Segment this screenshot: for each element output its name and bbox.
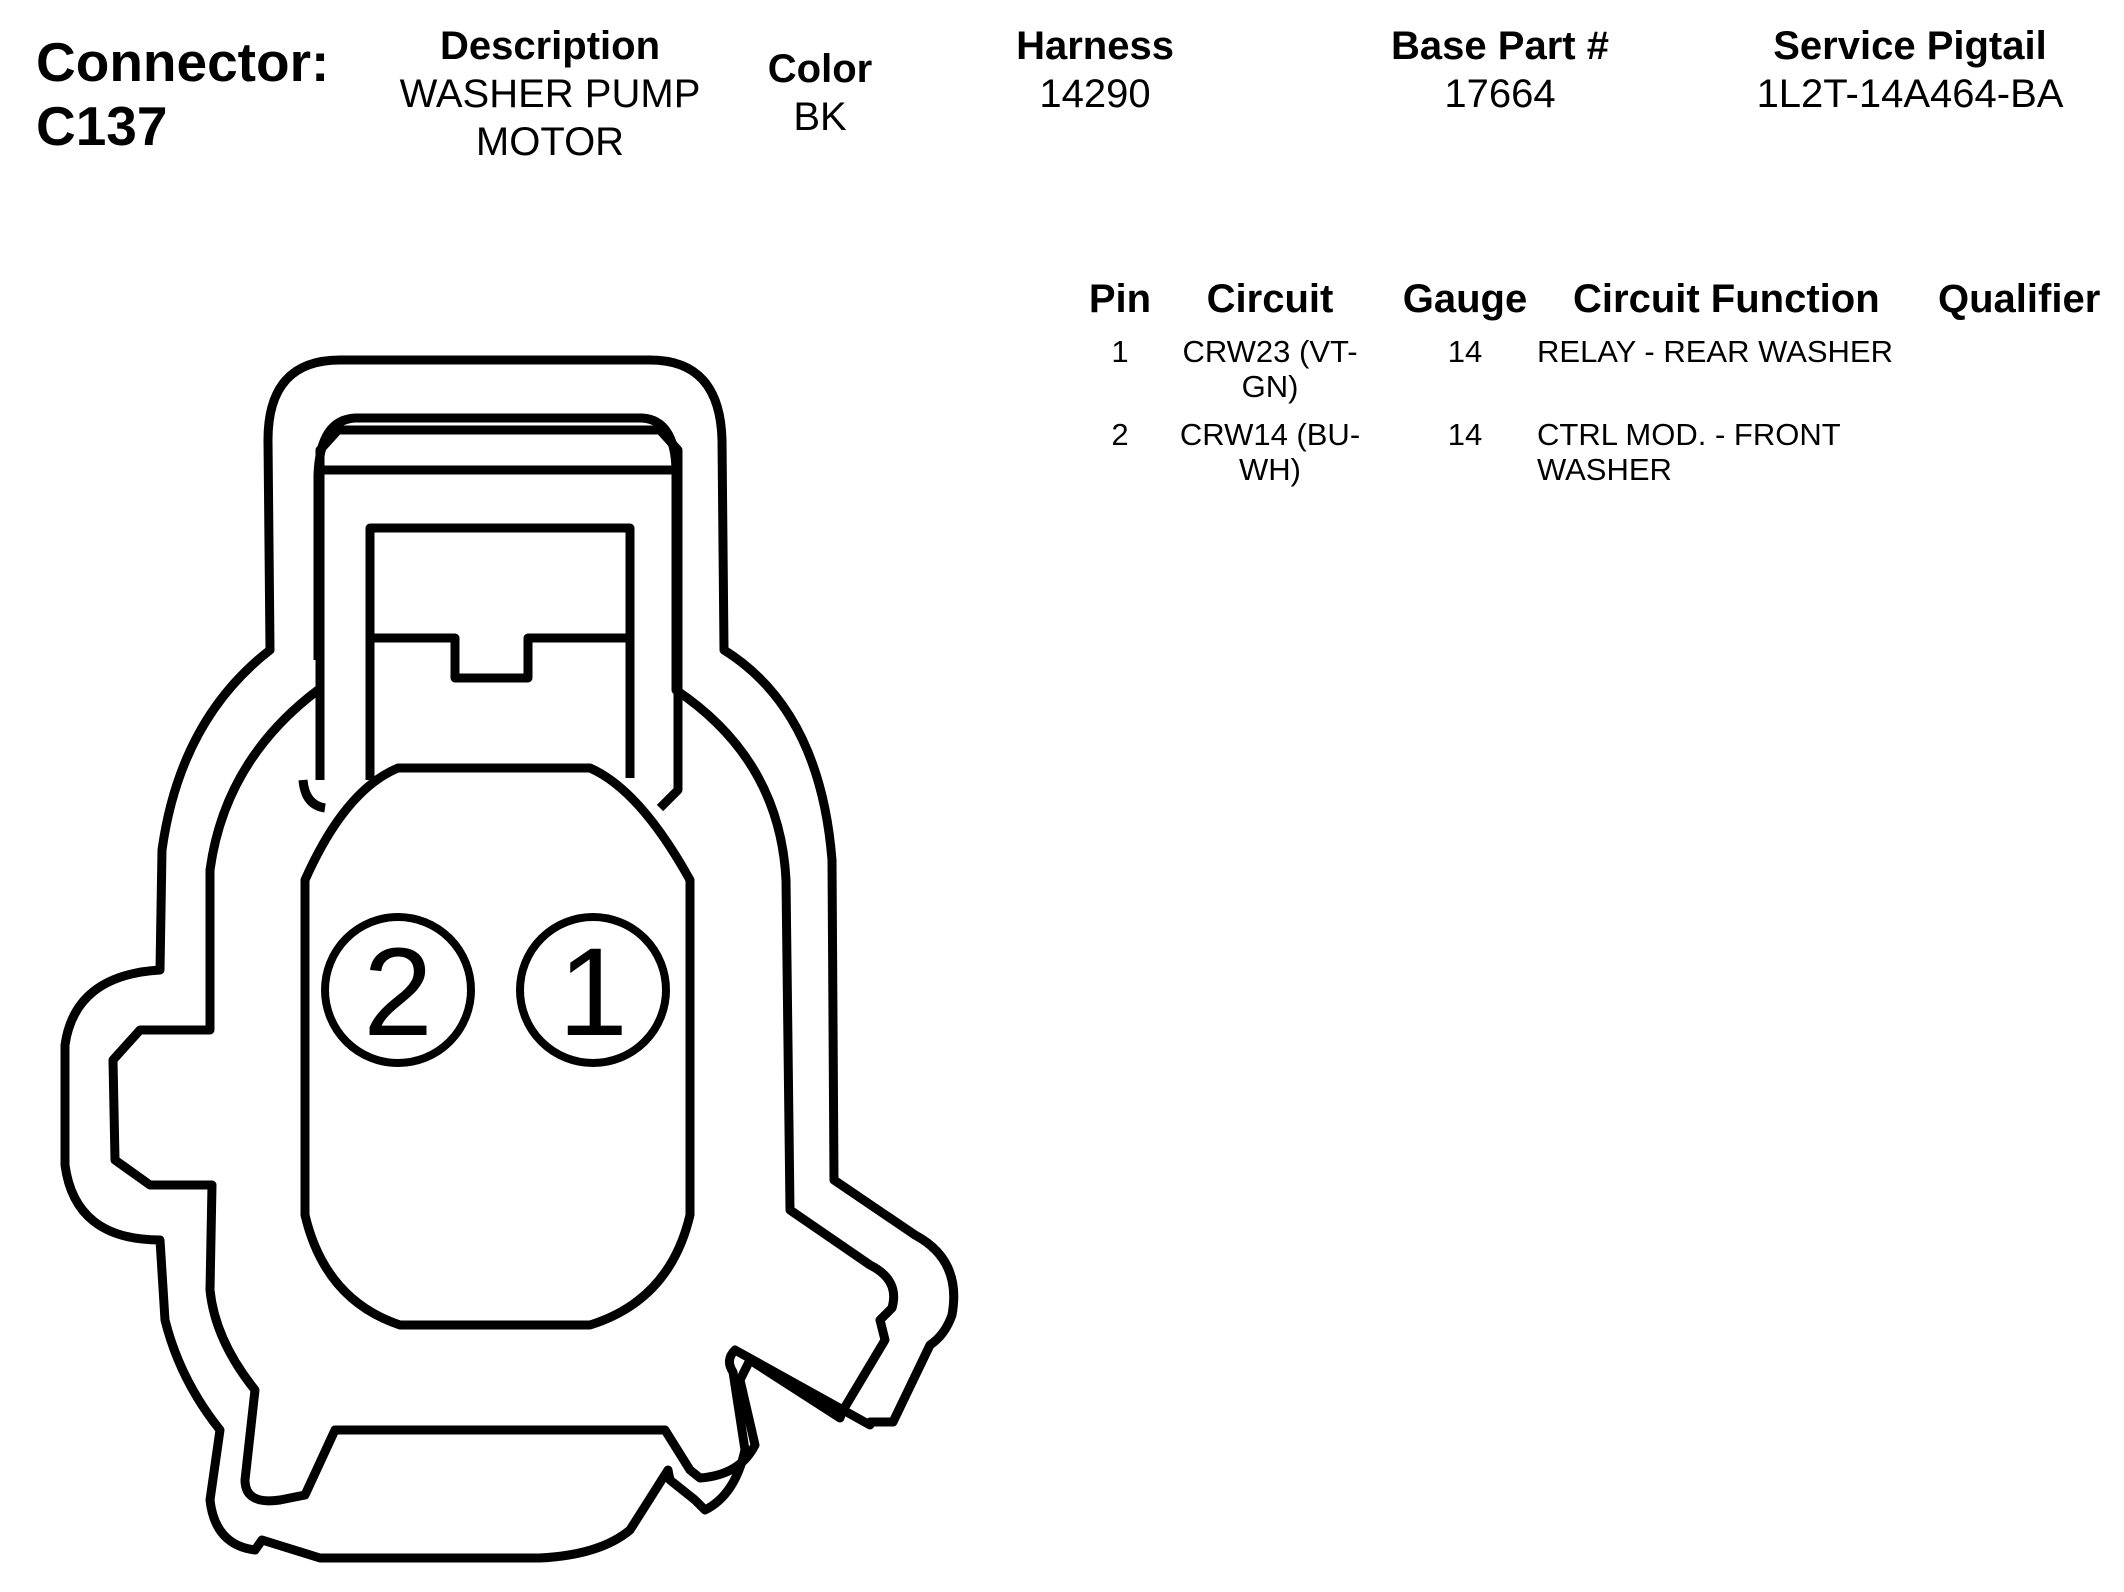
row-1-circuit-line-2: GN) <box>1241 369 1299 404</box>
harness-column: Harness 14290 <box>970 22 1220 118</box>
housing-outer-outline <box>60 355 959 1563</box>
gauge-header: Gauge <box>1402 277 1528 321</box>
pin-2-circle <box>321 913 475 1067</box>
color-value: BK <box>793 95 847 139</box>
description-column: Description WASHER PUMP MOTOR <box>380 22 720 166</box>
pin-1-terminal: 1 <box>516 913 670 1067</box>
row-1-circuit: CRW23 (VT- GN) <box>1160 334 1380 404</box>
row-2-function-line-2: WASHER <box>1537 452 1672 487</box>
pin-2-label: 2 <box>363 923 433 1062</box>
terminal-cavity <box>300 763 695 1330</box>
circuit-header: Circuit <box>1206 277 1334 321</box>
pigtail-value: 1L2T-14A464-BA <box>1756 72 2064 116</box>
connector-label: Connector: <box>36 31 330 93</box>
connector-title: Connector: C137 <box>36 30 329 158</box>
row-2-function-line-1: CTRL MOD. - FRONT <box>1537 417 1841 452</box>
row-2-circuit: CRW14 (BU- WH) <box>1160 417 1380 487</box>
pin-2-terminal: 2 <box>321 913 475 1067</box>
base-part-header: Base Part # <box>1391 24 1609 68</box>
description-header: Description <box>439 24 661 68</box>
circuit-function-header: Circuit Function <box>1573 277 1880 321</box>
row-1-function-line-1: RELAY - REAR WASHER <box>1537 334 1894 369</box>
latch-inner-slot <box>365 523 635 780</box>
qualifier-header: Qualifier <box>1938 277 2101 321</box>
harness-header: Harness <box>1016 24 1174 68</box>
pigtail-header: Service Pigtail <box>1773 24 2047 68</box>
base-part-value: 17664 <box>1444 72 1556 116</box>
pin-header: Pin <box>1088 277 1152 321</box>
pin-1-circle <box>516 913 670 1067</box>
housing-inner-outline <box>108 413 899 1506</box>
row-2-function: CTRL MOD. - FRONT WASHER <box>1537 417 1841 487</box>
row-1-function: RELAY - REAR WASHER <box>1537 334 1893 369</box>
row-1-gauge: 14 <box>1447 334 1483 369</box>
latch-notch <box>370 633 630 683</box>
row-2-circuit-line-1: CRW14 (BU- <box>1179 417 1361 452</box>
description-line-2: MOTOR <box>475 120 625 164</box>
row-2-circuit-line-2: WH) <box>1239 452 1301 487</box>
row-1-pin: 1 <box>1111 334 1129 369</box>
color-column: Color BK <box>745 45 895 141</box>
row-2-gauge: 14 <box>1447 417 1483 452</box>
description-line-1: WASHER PUMP <box>399 72 701 116</box>
harness-value: 14290 <box>1039 72 1151 116</box>
latch-hook <box>298 779 326 813</box>
latch-outer-frame <box>315 425 683 812</box>
row-1-circuit-line-1: CRW23 (VT- <box>1182 334 1358 369</box>
base-part-column: Base Part # 17664 <box>1350 22 1650 118</box>
color-header: Color <box>767 47 873 91</box>
connector-face-diagram: 2 1 <box>60 355 959 1563</box>
connector-id: C137 <box>36 95 168 157</box>
pigtail-column: Service Pigtail 1L2T-14A464-BA <box>1710 22 2110 118</box>
pin-1-label: 1 <box>558 923 628 1062</box>
row-2-pin: 2 <box>1111 417 1129 452</box>
